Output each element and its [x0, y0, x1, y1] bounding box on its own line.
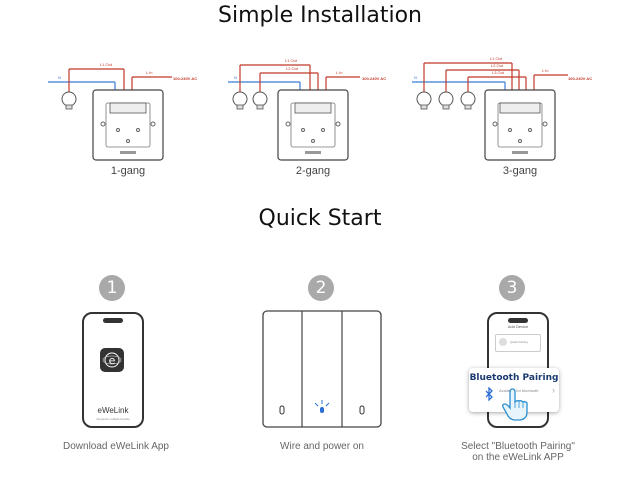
- step-3-label: Select "Bluetooth Pairing" on the eWeLin…: [418, 441, 618, 463]
- svg-text:L In: L In: [336, 70, 343, 75]
- svg-text:N: N: [414, 75, 417, 80]
- diagram-3-gang: N L1 Out L2 Out L3 Out L In 100-240V AC: [412, 56, 592, 161]
- svg-text:L1 Out: L1 Out: [285, 58, 298, 63]
- switch-backplate-icon: [92, 89, 164, 161]
- step-1-label: Download eWeLink App: [63, 441, 169, 452]
- switch-backplate-icon: [484, 89, 556, 161]
- app-name: eWeLink: [97, 406, 129, 415]
- ewelink-logo-icon: e: [100, 348, 124, 372]
- svg-text:e: e: [109, 354, 116, 367]
- bt-card-title: Bluetooth Pairing: [469, 373, 559, 383]
- svg-text:L In: L In: [542, 68, 549, 73]
- phone-notch: [103, 318, 123, 323]
- chevron-right-icon: ›: [552, 385, 555, 395]
- svg-text:L1 Out: L1 Out: [490, 56, 503, 61]
- bt-card-sub: Available for bluetooth: [499, 388, 539, 393]
- svg-text:L2 Out: L2 Out: [286, 66, 299, 71]
- bulb-icon: [416, 91, 432, 110]
- step-1-badge: 1: [99, 275, 125, 301]
- phone-notch: [508, 318, 528, 323]
- app-tagline: Supports multiple brands: [96, 417, 130, 421]
- svg-text:N: N: [234, 75, 237, 80]
- step-2-badge: 2: [308, 275, 334, 301]
- l-in-label: L In: [146, 70, 153, 75]
- diagram-1-gang: N L1 Out L In 100-240V AC: [48, 62, 197, 161]
- installation-title: Simple Installation: [218, 3, 422, 28]
- svg-text:L2 Out: L2 Out: [491, 63, 504, 68]
- l1-out-label: L1 Out: [100, 62, 113, 67]
- diagram-2-gang: N L1 Out L2 Out L In 100-240V AC: [228, 58, 386, 161]
- bluetooth-icon: [485, 387, 493, 401]
- ac-label: 100-240V AC: [173, 76, 197, 81]
- step-2-label: Wire and power on: [280, 441, 364, 452]
- neutral-label: N: [58, 75, 61, 80]
- quickstart-title: Quick Start: [258, 206, 382, 231]
- bulb-icon: [252, 91, 268, 110]
- switch-front-icon: [262, 310, 382, 428]
- bulb-icon: [61, 91, 77, 110]
- screen-header: Add Device: [507, 324, 529, 329]
- svg-text:100-240V AC: 100-240V AC: [568, 76, 592, 81]
- wiring-diagrams: N L1 Out L In 100-240V AC N L1 Out: [48, 56, 592, 161]
- quick-pairing-item: Quick Pairing: [495, 334, 541, 352]
- indicator-light: [320, 407, 324, 413]
- gang-label-1: 1-gang: [110, 165, 146, 177]
- bulb-icon: [460, 91, 476, 110]
- bulb-icon: [232, 91, 248, 110]
- step-3-label-line1: Select "Bluetooth Pairing": [461, 441, 575, 452]
- phone-ewelink: e eWeLink Supports multiple brands: [82, 312, 144, 428]
- gang-label-3: 3-gang: [502, 165, 538, 177]
- svg-text:100-240V AC: 100-240V AC: [362, 76, 386, 81]
- gang-label-2: 2-gang: [295, 165, 331, 177]
- step-3-label-line2: on the eWeLink APP: [472, 452, 564, 463]
- step-3-badge: 3: [499, 275, 525, 301]
- svg-text:L3 Out: L3 Out: [492, 70, 505, 75]
- switch-backplate-icon: [277, 89, 349, 161]
- pointer-hand-icon: [502, 388, 528, 421]
- bulb-icon: [438, 91, 454, 110]
